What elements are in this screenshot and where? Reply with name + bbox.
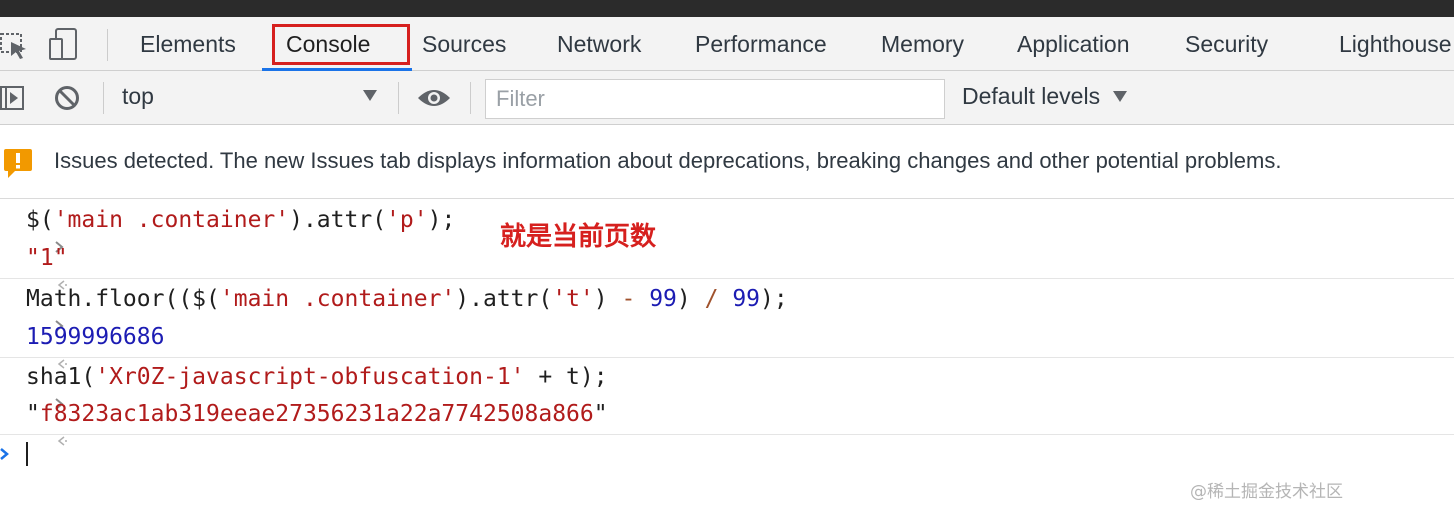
tab-network[interactable]: Network xyxy=(557,31,642,57)
code-token xyxy=(635,286,649,312)
toolbar-divider xyxy=(103,82,104,114)
output-return-icon xyxy=(0,245,69,331)
live-expression-eye-icon[interactable] xyxy=(417,87,451,114)
code-string-token: 'main .container' xyxy=(219,286,456,312)
input-prompt-icon xyxy=(0,286,69,372)
entry-divider xyxy=(0,434,1454,435)
watermark: @稀土掘金技术社区 xyxy=(1190,482,1343,502)
tab-application[interactable]: Application xyxy=(1017,31,1130,57)
code-string-token: 'main .container' xyxy=(53,207,290,233)
console-input-caret[interactable] xyxy=(26,442,28,466)
tab-lighthouse[interactable]: Lighthouse xyxy=(1339,31,1452,57)
console-output-line: "1" xyxy=(0,245,1454,290)
code-token: ); xyxy=(760,286,788,312)
issues-banner: Issues detected. The new Issues tab disp… xyxy=(0,125,1454,199)
levels-dropdown-arrow-icon[interactable] xyxy=(1112,89,1128,108)
tab-security[interactable]: Security xyxy=(1185,31,1269,57)
log-levels-dropdown[interactable]: Default levels xyxy=(962,83,1101,109)
console-input-code[interactable]: $('main .container').attr('p'); xyxy=(26,207,455,233)
console-output-line: "f8323ac1ab319eeae27356231a22a7742508a86… xyxy=(0,401,1454,446)
entry-divider xyxy=(0,278,1454,279)
console-toolbar: top Default levels xyxy=(0,71,1454,125)
console-input-line: Math.floor(($('main .container').attr('t… xyxy=(0,286,1454,332)
annotation-label: 就是当前页数 xyxy=(500,222,657,252)
console-output-value: 1599996686 xyxy=(26,324,165,350)
hash-string-token: f8323ac1ab319eeae27356231a22a7742508a866 xyxy=(39,401,594,427)
code-token: + t); xyxy=(524,364,608,390)
code-number-token: 99 xyxy=(649,286,677,312)
console-output-value: "1" xyxy=(26,245,68,271)
context-selector[interactable]: top xyxy=(122,83,154,109)
code-token: ) xyxy=(593,286,622,312)
inspect-element-icon[interactable] xyxy=(0,27,30,66)
console-input-code[interactable]: sha1('Xr0Z-javascript-obfuscation-1' + t… xyxy=(26,364,608,390)
input-prompt-icon xyxy=(0,207,69,293)
context-dropdown-arrow-icon[interactable] xyxy=(362,88,378,107)
console-input-line: $('main .container').attr('p'); xyxy=(0,207,1454,253)
active-prompt-icon xyxy=(0,440,14,473)
filter-input[interactable] xyxy=(485,79,945,119)
issues-banner-text[interactable]: Issues detected. The new Issues tab disp… xyxy=(54,148,1282,173)
code-token: ) xyxy=(676,286,705,312)
code-operator-token: - xyxy=(621,286,636,312)
console-highlight-box xyxy=(272,24,410,65)
clear-console-icon[interactable] xyxy=(54,85,80,116)
tab-performance[interactable]: Performance xyxy=(695,31,827,57)
console-output-value: "f8323ac1ab319eeae27356231a22a7742508a86… xyxy=(26,401,608,427)
sidebar-toggle-icon[interactable] xyxy=(0,85,26,116)
input-prompt-icon xyxy=(0,364,69,450)
toolbar-divider xyxy=(398,82,399,114)
tab-sources[interactable]: Sources xyxy=(422,31,507,57)
entry-divider xyxy=(0,357,1454,358)
toolbar-divider xyxy=(107,29,108,61)
output-return-icon xyxy=(0,401,69,487)
tab-console[interactable]: Console xyxy=(286,31,371,57)
tab-memory[interactable]: Memory xyxy=(881,31,965,57)
code-operator-token: / xyxy=(704,286,719,312)
code-string-token: 'p' xyxy=(386,207,428,233)
window-top-strip xyxy=(0,0,1454,17)
quote-token: " xyxy=(26,401,40,427)
code-token: ).attr( xyxy=(455,286,553,312)
output-return-icon xyxy=(0,324,69,410)
code-token: Math.floor(($( xyxy=(26,286,220,312)
code-token: $( xyxy=(26,207,54,233)
code-token: sha1( xyxy=(26,364,96,390)
device-toggle-icon[interactable] xyxy=(48,27,82,66)
toolbar-divider xyxy=(470,82,471,114)
tab-elements[interactable]: Elements xyxy=(140,31,236,57)
warning-icon xyxy=(3,148,33,185)
console-input-line: sha1('Xr0Z-javascript-obfuscation-1' + t… xyxy=(0,364,1454,410)
devtools-tab-bar: Elements Console Sources Network Perform… xyxy=(0,17,1454,71)
code-number-token: 99 xyxy=(732,286,761,312)
quote-token: " xyxy=(593,401,608,427)
code-string-token: 't' xyxy=(552,286,594,312)
code-string-token: 'Xr0Z-javascript-obfuscation-1' xyxy=(95,364,525,390)
active-tab-indicator xyxy=(262,68,412,71)
code-token: ); xyxy=(427,207,456,233)
console-output-line: 1599996686 xyxy=(0,324,1454,369)
code-token xyxy=(718,286,732,312)
console-input-code[interactable]: Math.floor(($('main .container').attr('t… xyxy=(26,286,788,312)
code-token: ).attr( xyxy=(289,207,387,233)
